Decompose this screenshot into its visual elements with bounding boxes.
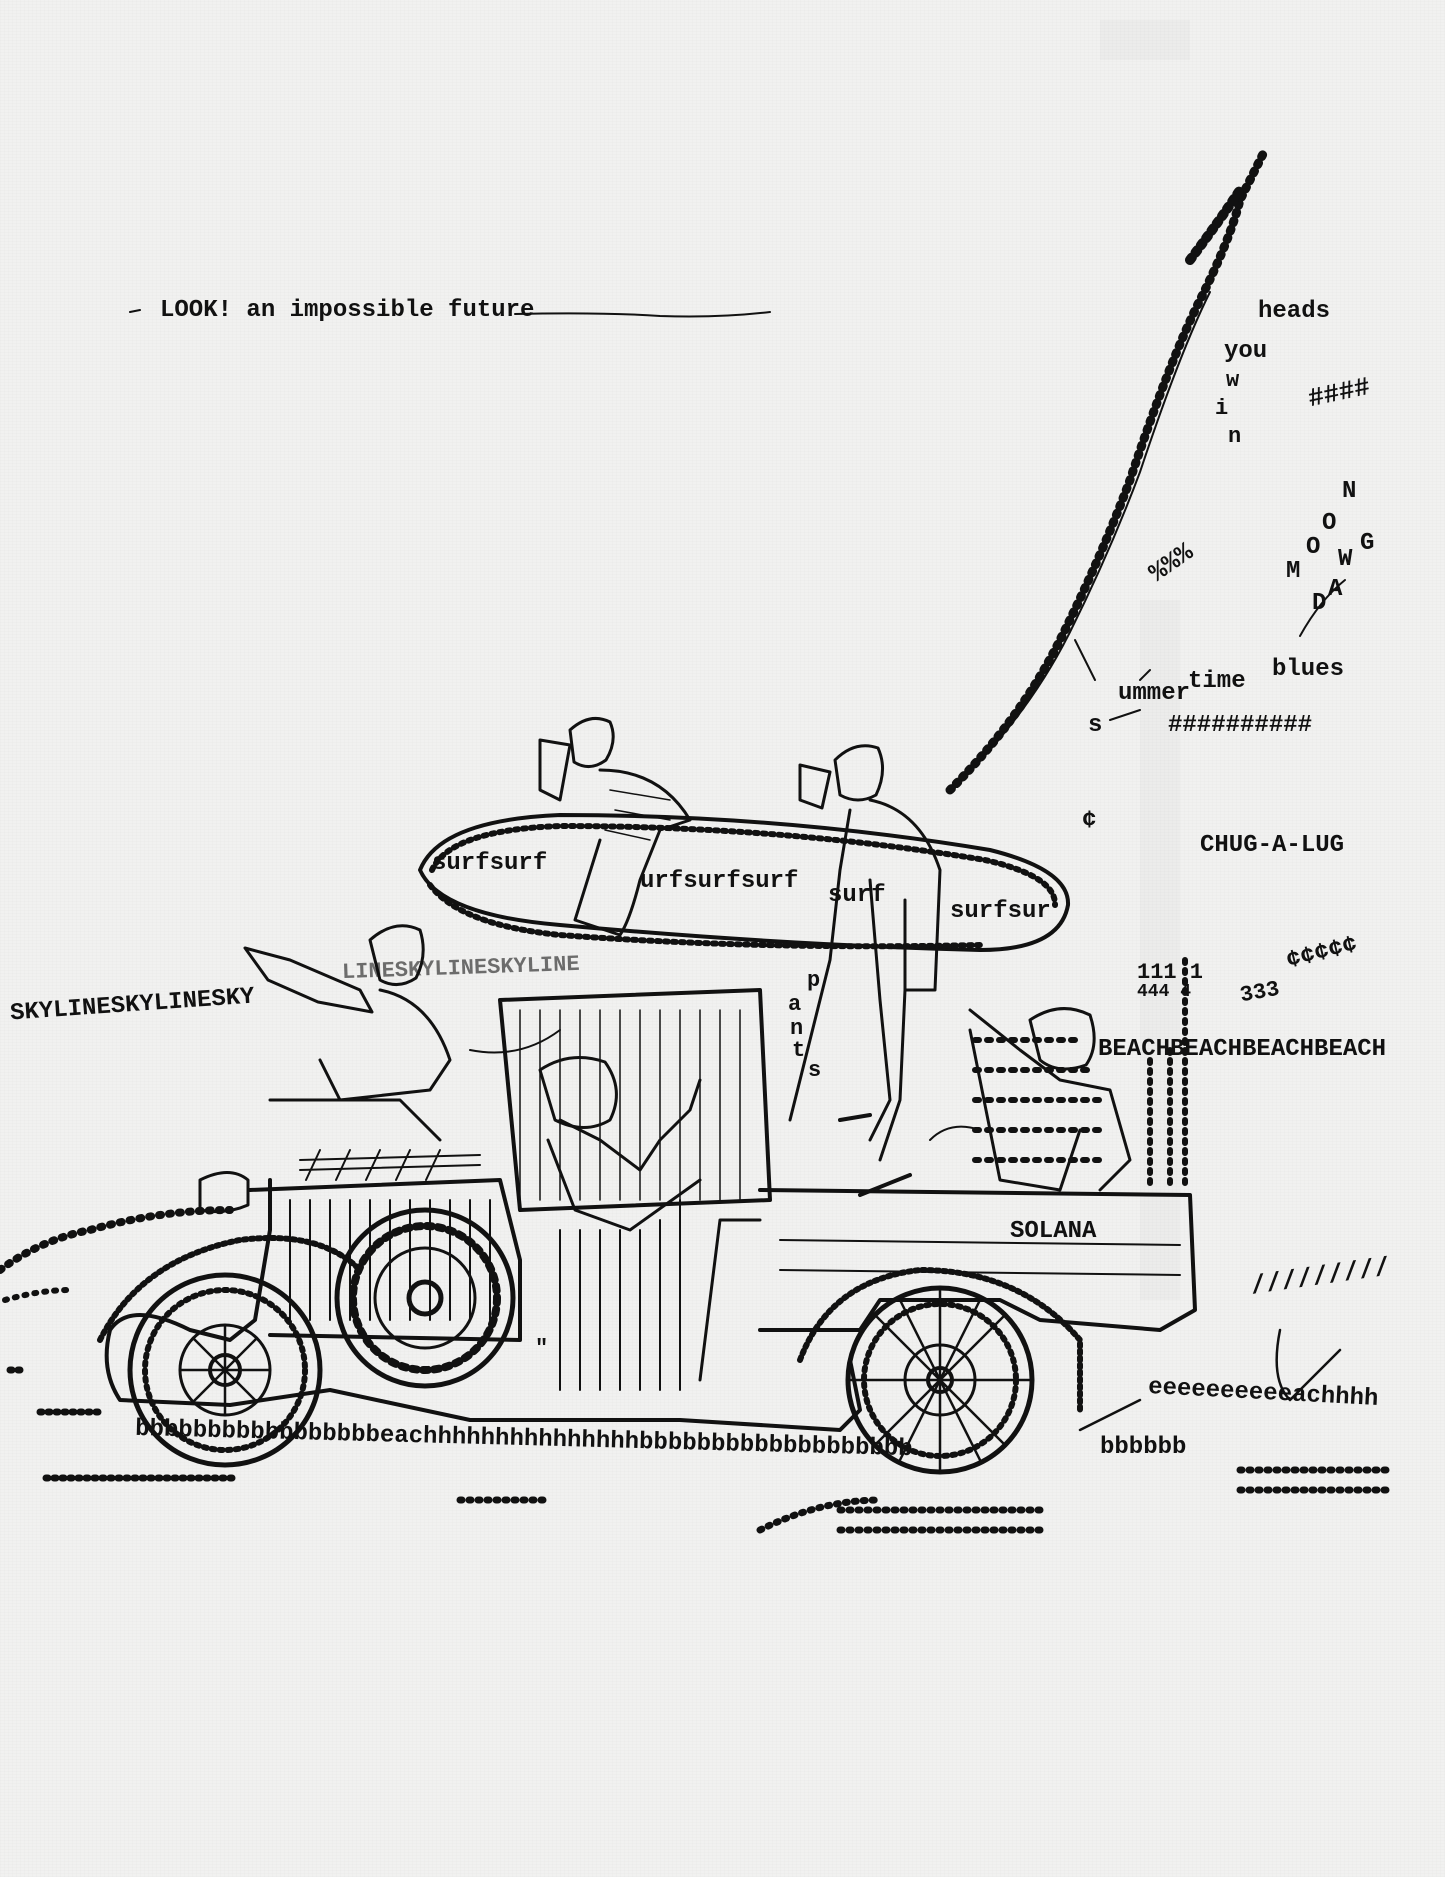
letter-m: M: [1286, 558, 1301, 585]
pants-s: s: [808, 1058, 822, 1083]
bbbb-end: bbbbbb: [1100, 1434, 1187, 1461]
letter-g: G: [1360, 530, 1375, 557]
pants-t: t: [792, 1038, 806, 1063]
word-blues: blues: [1272, 656, 1345, 683]
ones-right: 111 1: [1137, 960, 1204, 985]
word-down-w: w: [1226, 368, 1240, 393]
hash-row: ##########: [1168, 712, 1313, 739]
word-heads: heads: [1258, 298, 1331, 325]
beach-right: BEACHBEACHBEACHBEACH: [1098, 1036, 1387, 1063]
word-s: s: [1088, 712, 1103, 739]
pants-p: p: [807, 968, 821, 993]
word-ummer: ummer: [1118, 680, 1191, 707]
word-down-n: n: [1228, 424, 1242, 449]
letter-o1: O: [1322, 510, 1337, 537]
pants-n: n: [790, 1016, 804, 1041]
surf-word-4: surfsur: [950, 898, 1051, 925]
title-text: LOOK! an impossible future: [160, 297, 535, 324]
word-you: you: [1224, 338, 1268, 365]
letter-o2: O: [1306, 534, 1321, 561]
word-time: time: [1188, 668, 1246, 695]
pants-a: a: [788, 992, 802, 1017]
surf-word-1: surfsurf: [432, 850, 548, 877]
letter-w: W: [1338, 546, 1353, 573]
word-chug-a-lug: CHUG-A-LUG: [1200, 832, 1345, 859]
letter-n: N: [1342, 478, 1357, 505]
solana-sign: SOLANA: [1010, 1218, 1097, 1245]
fours-right: 444 4: [1137, 982, 1192, 1002]
cent-symbol: ¢: [1082, 808, 1097, 835]
surf-word-2: urfsurfsurf: [640, 868, 799, 895]
word-down-i: i: [1215, 396, 1229, 421]
quote-mark: ": [535, 1336, 549, 1361]
